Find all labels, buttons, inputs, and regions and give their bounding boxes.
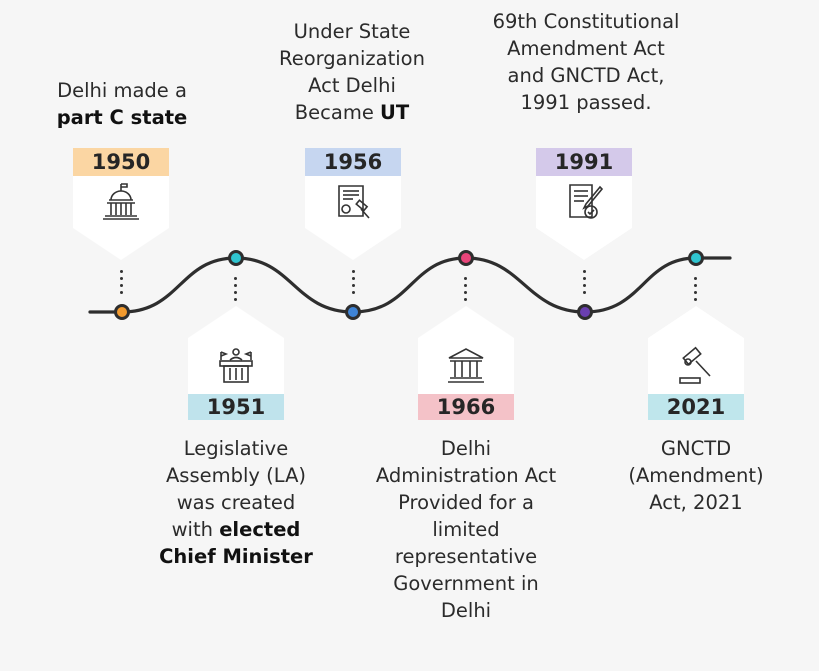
event-2021-card: 2021 bbox=[648, 306, 744, 420]
connector-1950 bbox=[120, 270, 124, 298]
event-1956-description: Under State Reorganization Act Delhi Bec… bbox=[279, 20, 425, 124]
connector-1966 bbox=[464, 277, 468, 305]
card-shape bbox=[648, 306, 744, 420]
timeline-dot-1950 bbox=[114, 304, 130, 320]
certificate-gavel-icon bbox=[338, 185, 370, 219]
connector-1951 bbox=[234, 277, 238, 305]
year-label-2021: 2021 bbox=[666, 395, 726, 419]
card-shape bbox=[418, 306, 514, 420]
gavel-icon bbox=[679, 346, 711, 384]
card-shape bbox=[305, 148, 401, 260]
timeline-dot-1991 bbox=[577, 304, 593, 320]
timeline-dot-1951 bbox=[228, 250, 244, 266]
year-label-1951: 1951 bbox=[206, 395, 266, 419]
event-1951-description: Legislative Assembly (LA) was created wi… bbox=[159, 437, 313, 568]
year-label-1950: 1950 bbox=[91, 150, 151, 174]
connector-1991 bbox=[583, 270, 587, 298]
year-label-1956: 1956 bbox=[323, 150, 383, 174]
year-label-1966: 1966 bbox=[436, 395, 496, 419]
card-shape bbox=[536, 148, 632, 260]
event-1950-description: Delhi made a part C state bbox=[56, 79, 188, 129]
timeline-dot-2021 bbox=[688, 250, 704, 266]
event-1966-card: 1966 bbox=[418, 306, 514, 420]
event-1966-description: Delhi Administration Act Provided for a … bbox=[375, 437, 557, 622]
connector-1956 bbox=[352, 270, 356, 298]
event-1950-card: 1950 bbox=[73, 148, 169, 260]
year-label-1991: 1991 bbox=[554, 150, 614, 174]
event-1951-card: 1951 bbox=[188, 306, 284, 420]
parliament-dome-icon bbox=[103, 183, 139, 220]
connector-2021 bbox=[694, 277, 698, 305]
timeline-dot-1966 bbox=[458, 250, 474, 266]
podium-icon bbox=[219, 348, 253, 383]
government-building-icon bbox=[448, 348, 484, 383]
event-1991-description: 69th Constitutional Amendment Act and GN… bbox=[492, 10, 680, 114]
event-1956-card: 1956 bbox=[305, 148, 401, 260]
event-2021-description: GNCTD (Amendment) Act, 2021 bbox=[628, 437, 764, 514]
event-1991-card: 1991 bbox=[536, 148, 632, 260]
signed-document-icon bbox=[569, 184, 604, 219]
timeline-dot-1956 bbox=[345, 304, 361, 320]
card-shape bbox=[188, 306, 284, 420]
